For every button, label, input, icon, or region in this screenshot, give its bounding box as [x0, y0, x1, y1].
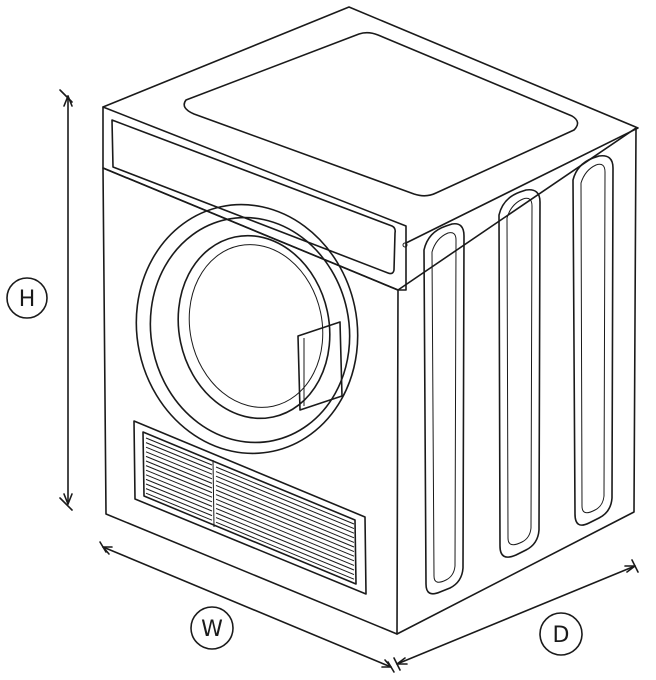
vent-slat: [145, 478, 213, 507]
depth-label-badge: D: [539, 612, 583, 656]
vent-grille: [133, 420, 367, 595]
vent-slat: [145, 488, 213, 517]
door-outer-ring: [135, 203, 359, 455]
vent-slat: [145, 451, 213, 480]
vent-slat: [215, 489, 355, 548]
vent-slat: [215, 507, 355, 566]
depth-label: D: [553, 623, 570, 648]
vent-slat: [215, 480, 355, 539]
vent-slat: [215, 503, 355, 562]
vent-slat: [215, 484, 355, 543]
vent-slat: [145, 460, 213, 489]
vent-slat: [215, 512, 355, 571]
front-face: [102, 167, 399, 635]
vent-slat: [145, 437, 213, 466]
width-label: W: [201, 617, 223, 642]
dryer-cabinet: [102, 6, 639, 635]
vent-slat: [145, 474, 213, 503]
side-face: [396, 127, 637, 635]
height-label: H: [19, 287, 36, 312]
vent-slat: [145, 492, 213, 521]
side-rib-2: [498, 188, 541, 558]
vent-slat: [215, 498, 355, 557]
side-ribs: [423, 154, 614, 595]
height-dimension: [59, 89, 73, 511]
side-rib-3: [572, 154, 614, 526]
width-label-badge: W: [190, 606, 234, 650]
control-panel: [102, 106, 408, 291]
door-handle: [297, 321, 343, 411]
vent-slat: [145, 455, 213, 484]
vent-slat: [145, 446, 213, 475]
vent-slat: [215, 494, 355, 553]
vent-slat: [215, 475, 355, 534]
door: [135, 203, 359, 455]
height-label-badge: H: [6, 277, 48, 319]
vent-slat: [215, 466, 355, 525]
vent-slat: [215, 471, 355, 530]
vent-slat: [145, 465, 213, 494]
side-rib-1: [423, 222, 465, 595]
vent-slats: [145, 437, 355, 580]
top-face: [102, 6, 639, 244]
vent-slat: [145, 469, 213, 498]
vent-slat: [145, 483, 213, 512]
vent-slat: [215, 517, 355, 576]
panel-indicator: [402, 242, 408, 248]
vent-slat: [145, 442, 213, 471]
door-glass: [177, 234, 331, 420]
width-dimension: [99, 541, 395, 673]
top-panel: [183, 31, 579, 197]
vent-slat: [215, 521, 355, 580]
depth-dimension: [393, 559, 639, 671]
